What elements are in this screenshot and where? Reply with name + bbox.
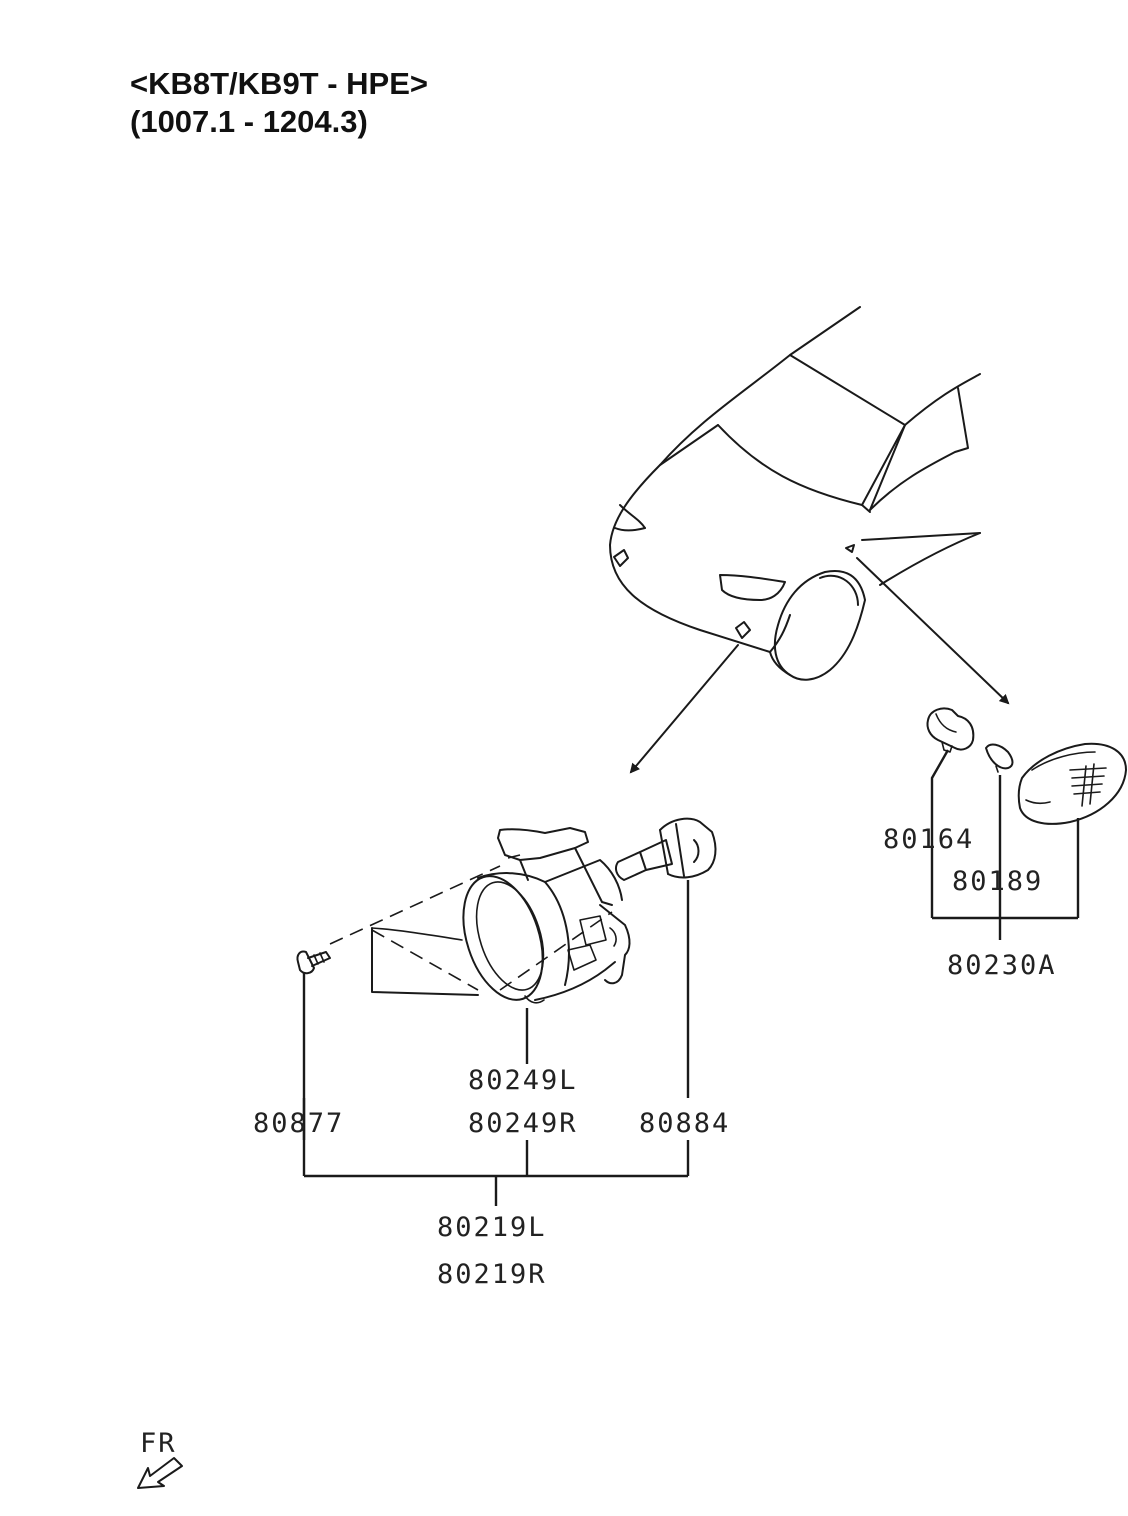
side-turn-bulb-illustration (985, 743, 1014, 773)
side-turn-socket-illustration (926, 707, 975, 753)
part-number-80877: 80877 (253, 1108, 344, 1139)
front-direction-arrow-icon (137, 1457, 183, 1489)
production-date-range: (1007.1 - 1204.3) (130, 104, 368, 139)
fog-bulb-illustration (615, 817, 717, 881)
part-number-80884: 80884 (639, 1108, 730, 1139)
model-code-title: <KB8T/KB9T - HPE> (130, 66, 429, 101)
front-direction-label: FR (140, 1428, 177, 1459)
part-number-80249r: 80249R (468, 1108, 578, 1139)
screw-illustration (296, 950, 331, 975)
fog-lamp-locator-arrow (629, 644, 739, 774)
side-turn-lamp-locator-arrow (856, 557, 1010, 705)
part-number-80230a: 80230A (947, 950, 1057, 981)
fog-lamp-assembly-illustration (329, 827, 631, 1004)
part-number-80249l: 80249L (468, 1065, 578, 1096)
part-number-80189: 80189 (952, 866, 1043, 897)
leader-lines (302, 749, 1080, 1206)
side-turn-lamp-illustration (1017, 742, 1127, 825)
part-number-80164: 80164 (883, 824, 974, 855)
part-number-80219r: 80219R (437, 1259, 547, 1290)
vehicle-front-illustration (609, 306, 981, 681)
part-number-80219l: 80219L (437, 1212, 547, 1243)
